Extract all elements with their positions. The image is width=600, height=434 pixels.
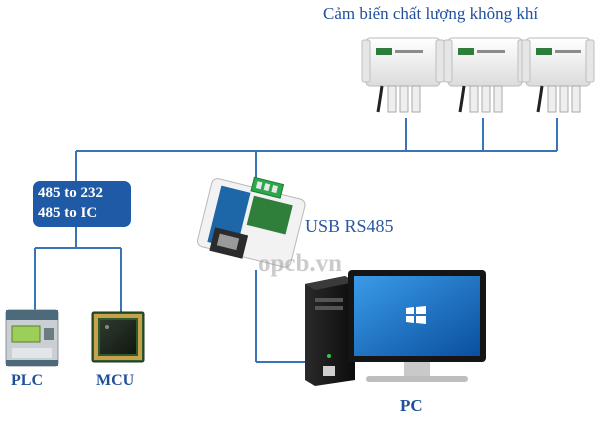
mcu-label: MCU	[96, 372, 135, 389]
mcu-chip-icon	[91, 311, 145, 363]
air-quality-sensors	[361, 37, 595, 113]
sensor-group-title: Cảm biến chất lượng không khí	[323, 4, 539, 23]
windows-logo-icon	[406, 306, 426, 324]
converter-label-line2: 485 to IC	[38, 205, 98, 221]
watermark-text: opcb.vn	[258, 250, 343, 277]
monitor-icon	[348, 270, 486, 382]
air-quality-sensor-icon	[521, 37, 595, 113]
plc-label: PLC	[11, 372, 43, 389]
desktop-tower-icon	[305, 276, 355, 386]
pc-label: PC	[400, 396, 423, 415]
protocol-converter-box: 485 to 232 485 to IC	[33, 181, 131, 227]
converter-label-line1: 485 to 232	[38, 185, 103, 201]
usb-rs485-converter-icon	[197, 176, 306, 268]
air-quality-sensor-icon	[443, 37, 527, 113]
plc-icon	[5, 309, 59, 367]
air-quality-sensor-icon	[361, 37, 445, 113]
bus-lines	[34, 118, 558, 363]
usb-rs485-label: USB RS485	[305, 216, 394, 236]
